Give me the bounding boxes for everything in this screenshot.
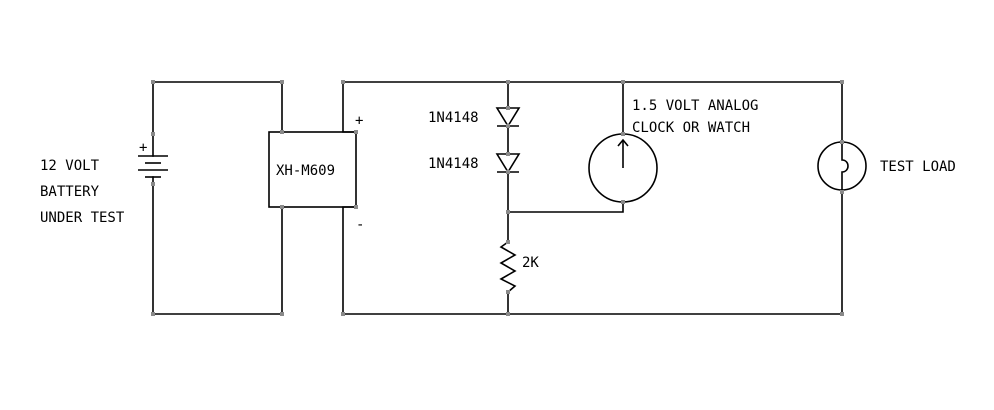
node xyxy=(506,80,510,84)
diode-top-label: 1N4148 xyxy=(428,110,479,126)
node xyxy=(341,80,345,84)
diode-top-symbol xyxy=(495,107,521,128)
node xyxy=(280,312,284,316)
node xyxy=(840,80,844,84)
wire-battery-bottom xyxy=(152,183,283,315)
module-minus-sign: - xyxy=(356,217,364,233)
node xyxy=(280,80,284,84)
node xyxy=(151,80,155,84)
node xyxy=(354,130,358,134)
lamp-symbol xyxy=(817,141,867,191)
node xyxy=(506,240,510,244)
node xyxy=(621,200,625,204)
node xyxy=(506,124,510,128)
clock-label-line2: CLOCK OR WATCH xyxy=(632,120,750,136)
diode-bottom-symbol xyxy=(495,153,521,174)
clock-needle-arrowhead xyxy=(617,138,629,147)
node xyxy=(151,312,155,316)
node xyxy=(151,182,155,186)
node xyxy=(840,140,844,144)
module-box xyxy=(268,131,357,208)
node xyxy=(354,205,358,209)
diode-bottom-label: 1N4148 xyxy=(428,156,479,172)
junction-nodes xyxy=(151,80,844,316)
node xyxy=(151,132,155,136)
node xyxy=(506,106,510,110)
load-label: TEST LOAD xyxy=(880,159,956,175)
node xyxy=(280,205,284,209)
node xyxy=(341,312,345,316)
node xyxy=(506,170,510,174)
diode-top-triangle xyxy=(495,107,521,128)
node xyxy=(840,190,844,194)
node xyxy=(280,130,284,134)
clock-meter-symbol xyxy=(588,133,658,203)
battery-plus-sign: + xyxy=(139,140,147,156)
wire-clock-bottom xyxy=(507,201,624,213)
node xyxy=(621,132,625,136)
wire-battery-top xyxy=(152,81,283,135)
node xyxy=(506,290,510,294)
node xyxy=(506,312,510,316)
battery-label-line1: 12 VOLT xyxy=(40,158,100,174)
wires xyxy=(152,81,843,315)
lamp-filament xyxy=(841,142,849,190)
battery-label-line3: UNDER TEST xyxy=(40,210,125,226)
resistor-label: 2K xyxy=(522,255,539,271)
battery-label-line2: BATTERY xyxy=(40,184,100,200)
node xyxy=(840,312,844,316)
resistor-zigzag xyxy=(499,241,517,293)
node xyxy=(506,210,510,214)
wire-bottom-rail xyxy=(342,206,843,315)
module-plus-sign: + xyxy=(355,113,363,129)
diode-bottom-triangle xyxy=(495,153,521,174)
wire-top-rail xyxy=(342,81,843,133)
clock-label-line1: 1.5 VOLT ANALOG xyxy=(632,98,758,114)
node xyxy=(621,80,625,84)
module-name: XH-M609 xyxy=(276,163,335,179)
node xyxy=(506,152,510,156)
